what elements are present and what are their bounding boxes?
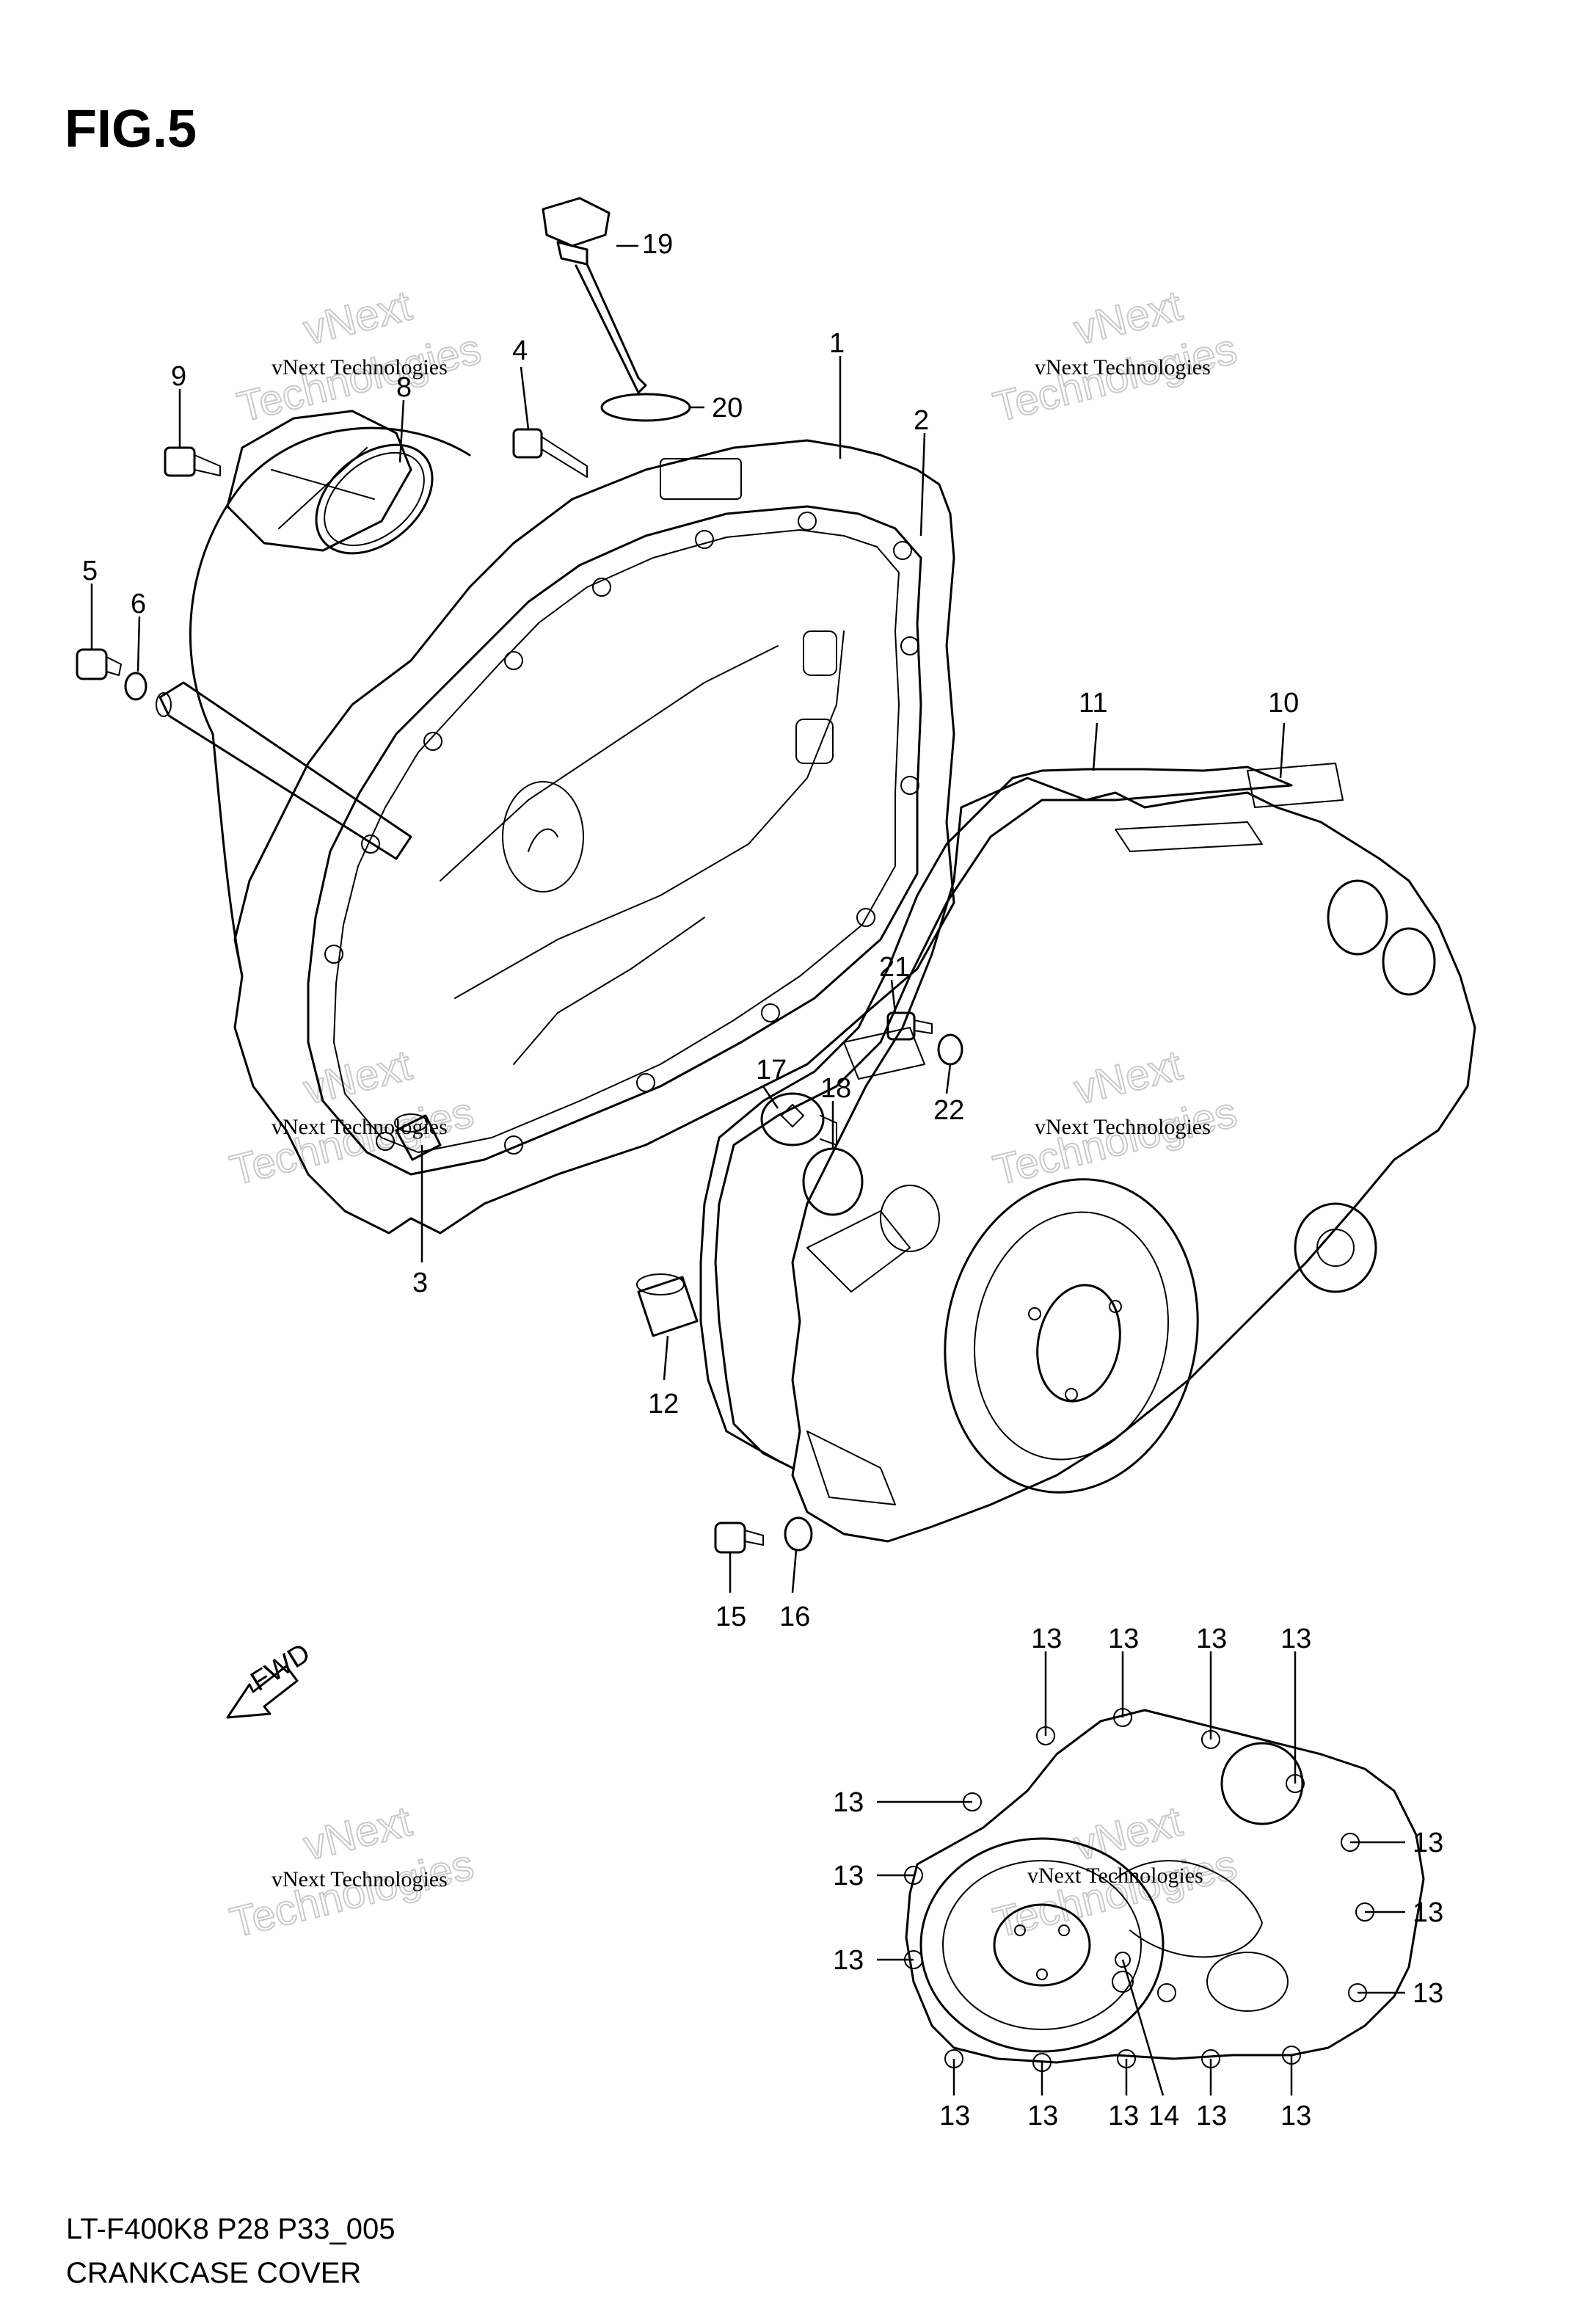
callout-part-13: 13 (833, 1787, 864, 1818)
callout-part-10: 10 (1268, 688, 1299, 719)
svg-text:vNext Technologies: vNext Technologies (1035, 355, 1211, 379)
part-callouts: 1 2 3 4 5 6 8 9 10 11 12 14 15 16 17 18 … (82, 229, 1443, 2131)
callout-part-12: 12 (648, 1389, 679, 1419)
callout-part-1: 1 (829, 328, 845, 359)
callout-part-13: 13 (1280, 2101, 1311, 2131)
callout-part-3: 3 (412, 1268, 428, 1298)
fwd-direction-arrow: FWD (226, 1637, 316, 1719)
bolt-part-9 (164, 446, 221, 477)
figure-caption: CRANKCASE COVER (66, 2257, 361, 2289)
gasket-part-11 (699, 766, 1293, 1469)
oil-dipstick-part-19 (542, 197, 647, 394)
svg-text:vNext Technologies: vNext Technologies (272, 1867, 448, 1891)
fwd-label: FWD (246, 1637, 316, 1697)
watermark-lower-right: vNext Technologies vNext Technologies (988, 1797, 1242, 1948)
callout-part-11: 11 (1079, 688, 1107, 719)
callout-part-13: 13 (1031, 1624, 1062, 1654)
gasket-part-18 (802, 1147, 864, 1216)
model-code: LT-F400K8 P28 P33_005 (66, 2213, 395, 2245)
callout-part-22: 22 (933, 1095, 964, 1126)
watermark-lower-left: vNext Technologies vNext Technologies (225, 1797, 478, 1948)
svg-text:vNext Technologies: vNext Technologies (272, 355, 448, 379)
callout-part-13: 13 (833, 1861, 864, 1891)
bolt-part-4 (512, 428, 588, 478)
o-ring-part-20 (600, 393, 691, 422)
watermarks: vNext Technologies vNext Technologies vN… (225, 281, 1242, 1948)
callout-part-13: 13 (1196, 2101, 1227, 2131)
callout-part-18: 18 (820, 1073, 851, 1104)
washer-part-22 (937, 1033, 963, 1066)
watermark-top-left: vNext Technologies vNext Technologies (232, 281, 486, 432)
callout-part-14: 14 (1148, 2101, 1179, 2131)
callout-part-6: 6 (131, 589, 146, 619)
bolt-part-5 (76, 648, 122, 680)
crankcase-cover-left-part (156, 426, 955, 1235)
bolt-part-21 (886, 1011, 933, 1041)
callout-part-17: 17 (756, 1055, 787, 1086)
callout-part-13: 13 (1413, 1897, 1443, 1928)
callout-part-9: 9 (171, 361, 186, 392)
callout-part-16: 16 (779, 1602, 810, 1632)
callout-part-13: 13 (833, 1945, 864, 1976)
watermark-mid-left: vNext Technologies vNext Technologies (225, 1041, 478, 1196)
figure-title: FIG.5 (65, 100, 197, 159)
cover-bolt-detail-view (904, 1708, 1425, 2072)
callout-part-13: 13 (1108, 1624, 1139, 1654)
dowel-pin-part-3 (394, 1113, 442, 1161)
washer-part-16 (784, 1516, 813, 1552)
washer-part-6 (124, 672, 147, 701)
callout-part-20: 20 (712, 393, 743, 423)
callout-part-4: 4 (512, 335, 528, 366)
watermark-mid-right: vNext Technologies vNext Technologies (988, 1041, 1242, 1196)
callout-part-21: 21 (879, 952, 910, 983)
plug-part-17 (760, 1092, 837, 1146)
callout-part-13: 13 (1413, 1978, 1443, 2009)
callout-part-13: 13 (1413, 1828, 1443, 1858)
callout-part-2: 2 (914, 405, 929, 436)
leader-lines (90, 244, 1405, 2096)
callout-part-13: 13 (1027, 2101, 1058, 2131)
callout-part-19: 19 (642, 229, 673, 260)
callout-part-13: 13 (1108, 2101, 1139, 2131)
svg-text:vNext Technologies: vNext Technologies (1027, 1864, 1203, 1888)
svg-text:Technologies: Technologies (225, 1088, 478, 1195)
watermark-top-right: vNext Technologies vNext Technologies (988, 281, 1242, 432)
svg-text:vNext Technologies: vNext Technologies (1035, 1115, 1211, 1139)
callout-part-8: 8 (396, 372, 412, 403)
cover-plate-group (226, 410, 434, 555)
callout-part-13: 13 (1280, 1624, 1311, 1654)
callout-part-15: 15 (715, 1602, 746, 1632)
callout-part-5: 5 (82, 556, 98, 586)
bolt-part-15 (714, 1522, 764, 1554)
dowel-pin-part-12 (636, 1273, 699, 1337)
callout-part-13: 13 (1196, 1624, 1227, 1654)
callout-part-13: 13 (939, 2101, 970, 2131)
